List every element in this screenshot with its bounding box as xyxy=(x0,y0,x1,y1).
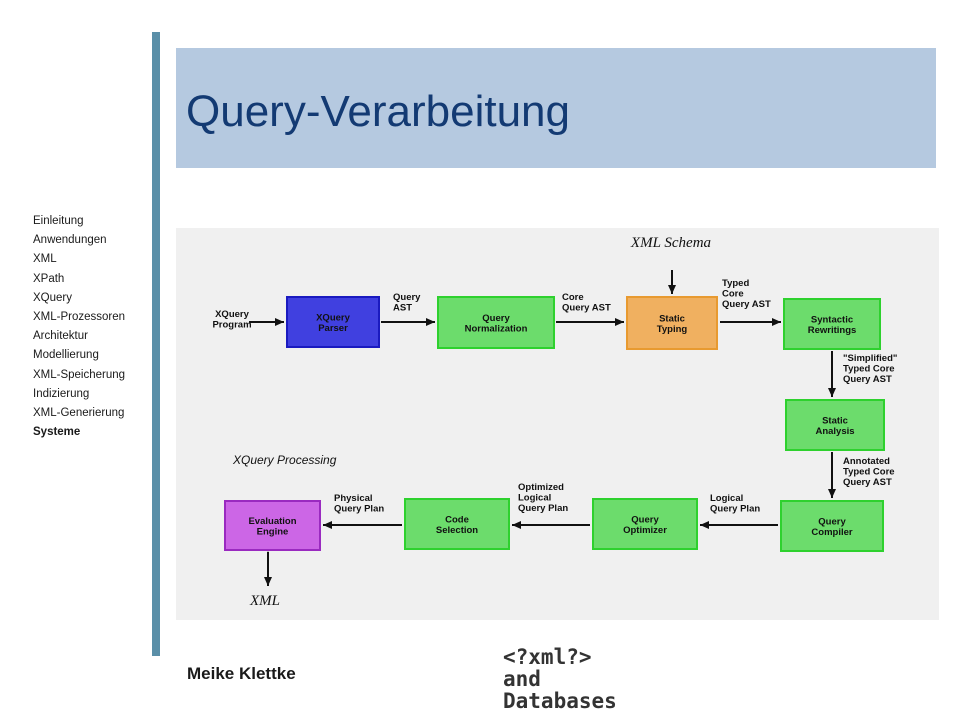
xml-output-label: XML xyxy=(249,593,280,609)
node-parser xyxy=(286,296,380,348)
node-typing xyxy=(626,296,718,350)
nav-item-xquery[interactable]: XQuery xyxy=(33,291,72,304)
sidebar-divider xyxy=(152,32,160,656)
node-selection xyxy=(404,498,510,550)
logo-line: Databases xyxy=(503,689,617,713)
nav-item-xml-generierung[interactable]: XML-Generierung xyxy=(33,406,125,419)
nav-item-indizierung[interactable]: Indizierung xyxy=(33,387,90,400)
nav-item-anwendungen[interactable]: Anwendungen xyxy=(33,234,107,247)
node-normalization xyxy=(437,296,555,349)
nav-item-modellierung[interactable]: Modellierung xyxy=(33,349,99,362)
node-rewritings xyxy=(783,298,881,350)
nav-item-xml-prozessoren[interactable]: XML-Prozessoren xyxy=(33,310,126,323)
author-name: Meike Klettke xyxy=(187,664,296,683)
node-compiler xyxy=(780,500,884,552)
nav-item-architektur[interactable]: Architektur xyxy=(33,330,88,343)
diagram-caption: XQuery Processing xyxy=(232,453,337,467)
nav-item-einleitung[interactable]: Einleitung xyxy=(33,215,84,227)
node-optimizer xyxy=(592,498,698,550)
nav-item-xml[interactable]: XML xyxy=(33,253,57,266)
page-title: Query-Verarbeitung xyxy=(186,87,570,136)
nav-item-xpath[interactable]: XPath xyxy=(33,272,65,285)
title-band xyxy=(176,48,936,168)
logo-line: and xyxy=(503,667,541,691)
node-engine xyxy=(224,500,321,551)
nav-item-systeme[interactable]: Systeme xyxy=(33,426,81,439)
xml-schema-label: XML Schema xyxy=(630,235,711,251)
node-analysis xyxy=(785,399,885,451)
nav-item-xml-speicherung[interactable]: XML-Speicherung xyxy=(33,368,126,381)
logo-line: <?xml?> xyxy=(503,645,592,669)
